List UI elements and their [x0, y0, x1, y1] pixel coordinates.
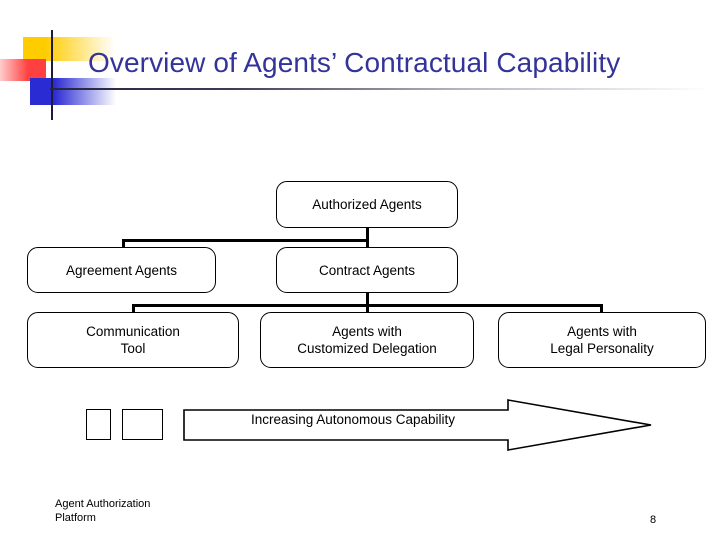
footer-text: Agent Authorization Platform: [55, 497, 315, 525]
connector-authorized-down: [366, 228, 369, 247]
node-label-line2: Customized Delegation: [297, 341, 437, 356]
small-square-shape-1[interactable]: [86, 409, 111, 440]
node-label-line2: Legal Personality: [550, 341, 654, 356]
node-label: Agreement Agents: [65, 262, 178, 278]
small-rectangle-shape-2[interactable]: [122, 409, 163, 440]
node-label: Agents with Customized Delegation: [297, 323, 437, 357]
connector-level1-bus: [122, 239, 368, 242]
page-number: 8: [650, 514, 657, 526]
logo-blue-square: [30, 78, 118, 105]
connector-to-comm-tool: [132, 304, 135, 314]
node-authorized-agents[interactable]: Authorized Agents: [276, 181, 458, 228]
connector-to-agreement: [122, 239, 125, 248]
block-arrow-icon: [183, 399, 652, 451]
node-label-line1: Communication: [86, 324, 180, 339]
node-label: Agents with Legal Personality: [550, 323, 654, 357]
logo-yellow-square: [23, 37, 118, 61]
node-label-line1: Agents with: [332, 324, 402, 339]
connector-contract-down: [366, 293, 369, 313]
logo-red-square: [0, 59, 46, 81]
node-agreement-agents[interactable]: Agreement Agents: [27, 247, 216, 293]
node-label-line2: Tool: [120, 341, 146, 356]
node-label: Contract Agents: [318, 262, 416, 278]
node-legal-personality[interactable]: Agents with Legal Personality: [498, 312, 706, 368]
increasing-capability-arrow[interactable]: Increasing Autonomous Capability: [183, 398, 653, 453]
footer-line-2: Platform: [55, 512, 96, 524]
node-label: Authorized Agents: [312, 197, 422, 212]
connector-to-legal-personality: [600, 304, 603, 314]
footer-line-1: Agent Authorization: [55, 498, 151, 510]
logo-vertical-line: [51, 30, 53, 120]
node-label-line1: Agents with: [567, 324, 637, 339]
title-underline-rule: [50, 88, 720, 90]
node-label: Communication Tool: [86, 323, 180, 357]
connector-level2-bus: [132, 304, 602, 307]
arrow-label: Increasing Autonomous Capability: [250, 412, 456, 427]
node-customized-delegation[interactable]: Agents with Customized Delegation: [260, 312, 474, 368]
page-title: Overview of Agents’ Contractual Capabili…: [88, 47, 621, 78]
node-contract-agents[interactable]: Contract Agents: [276, 247, 458, 293]
decorative-logo: [0, 25, 120, 125]
node-communication-tool[interactable]: Communication Tool: [27, 312, 239, 368]
